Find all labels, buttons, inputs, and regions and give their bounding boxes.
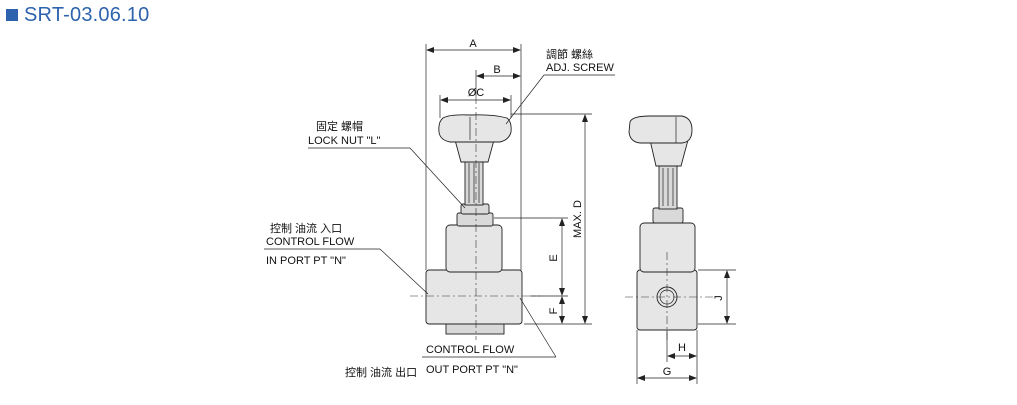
front-knob-neck <box>454 139 495 163</box>
side-view <box>625 115 715 340</box>
dim-a: A <box>469 38 477 50</box>
dim-j: J <box>713 295 725 301</box>
side-knob-neck <box>649 139 689 167</box>
front-view <box>410 96 540 340</box>
adj-screw-label-en: ADJ. SCREW <box>546 62 614 74</box>
out-port-label-cn: 控制 油流 出口 <box>345 365 417 379</box>
dim-b: B <box>493 64 500 76</box>
in-port-label-en1: CONTROL FLOW <box>266 236 355 248</box>
adj-screw-label-cn: 調節 螺絲 <box>546 47 593 61</box>
side-adj-knob <box>628 115 693 144</box>
dimension-lines <box>425 44 736 384</box>
dim-f: F <box>548 307 560 314</box>
out-port-label-en2: OUT PORT PT "N" <box>426 364 518 376</box>
lock-nut-label-en: LOCK NUT "L" <box>308 135 380 147</box>
side-lock-nut <box>652 207 684 224</box>
dim-max-d: MAX. D <box>572 200 584 238</box>
lock-nut-label-cn: 固定 螺帽 <box>316 119 363 133</box>
dim-g: G <box>663 366 672 378</box>
in-port-label-cn: 控制 油流 入口 <box>270 221 342 235</box>
front-lock-nut <box>456 212 494 227</box>
front-lower-body <box>425 269 523 325</box>
in-port-label-en2: IN PORT PT "N" <box>266 255 346 267</box>
front-adj-knob <box>438 114 512 143</box>
out-port-label-en1: CONTROL FLOW <box>426 344 515 356</box>
page-header: SRT-03.06.10 <box>6 2 149 28</box>
dim-c: ØC <box>468 87 485 99</box>
front-upper-body <box>445 224 503 273</box>
page-title: SRT-03.06.10 <box>24 3 150 26</box>
callout-leaders <box>264 74 615 358</box>
dim-e: E <box>548 254 560 261</box>
dim-h: H <box>678 342 686 354</box>
front-lock-nut-top <box>460 203 490 215</box>
side-upper-body <box>639 222 696 273</box>
header-square-icon <box>6 9 18 21</box>
